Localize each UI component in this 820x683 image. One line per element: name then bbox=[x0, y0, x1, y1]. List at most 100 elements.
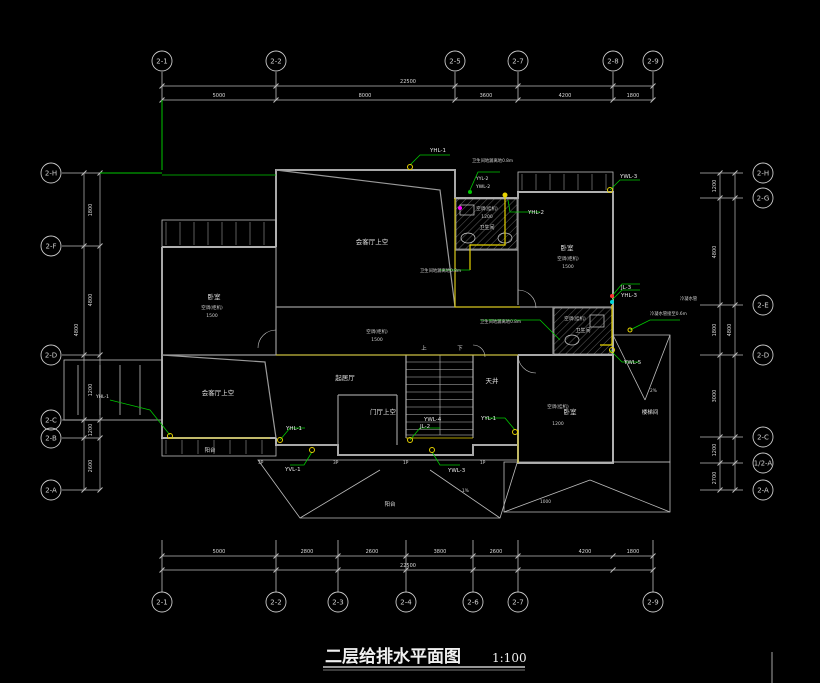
bathroom-nw-floor bbox=[455, 198, 518, 250]
tick-top-total-2 bbox=[452, 83, 458, 89]
room-bathroom-nw: 卫生间 bbox=[479, 224, 494, 231]
ac-note-bath: 空调(挂机) bbox=[476, 205, 498, 212]
tick-left-total-5 bbox=[81, 487, 87, 493]
ac-note-se: 空调(挂机) bbox=[547, 403, 569, 410]
axis-bubble-bottom-4-label: 2-4 bbox=[400, 599, 412, 607]
right-axis-bubbles: 2-H2-G2-E2-D2-C1/2-A2-A bbox=[752, 162, 774, 501]
axis-bubble-top-3-label: 2-5 bbox=[449, 58, 460, 66]
tick-right-total-6 bbox=[732, 487, 738, 493]
axis-bubble-left-3: 2-D bbox=[40, 344, 62, 366]
axis-bubble-bottom-2: 2-2 bbox=[265, 591, 287, 613]
axis-bubble-left-1-label: 2-H bbox=[45, 170, 57, 178]
dim-bottom-total: 22500 bbox=[400, 563, 416, 569]
level-a: 3P bbox=[258, 460, 264, 466]
tick-left-4 bbox=[97, 435, 103, 441]
axis-bubble-top-2: 2-2 bbox=[265, 50, 287, 72]
axis-bubble-right-6-label: 1/2-A bbox=[754, 460, 773, 468]
axis-bubble-left-5-label: 2-B bbox=[45, 435, 57, 443]
tick-left-1 bbox=[97, 243, 103, 249]
dimension-ticks bbox=[81, 83, 738, 573]
label-yhl2: YHL-2 bbox=[527, 210, 544, 216]
axis-bubble-right-6: 1/2-A bbox=[752, 452, 774, 474]
label-yhl1-left: YHL-1 bbox=[95, 394, 109, 400]
tick-top-total-3 bbox=[515, 83, 521, 89]
tick-top-total-5 bbox=[650, 83, 656, 89]
axis-bubble-right-3-label: 2-E bbox=[757, 302, 768, 310]
door-swings bbox=[257, 289, 537, 374]
dim-left-6: 2600 bbox=[88, 460, 94, 473]
axis-bubble-right-7: 2-A bbox=[752, 479, 774, 501]
ac-dim-ne: 1500 bbox=[562, 264, 574, 270]
tick-left-5 bbox=[97, 487, 103, 493]
axis-bubble-right-5-label: 2-C bbox=[757, 434, 769, 442]
tick-bottom-7 bbox=[650, 553, 656, 559]
room-foyer-upper: 门厅上空 bbox=[370, 407, 397, 416]
dim-right-total: 4800 bbox=[727, 324, 733, 337]
dim-top-seg-5: 1800 bbox=[627, 93, 640, 99]
dim-bottom-seg-1: 5000 bbox=[213, 549, 226, 555]
level-c: 1P bbox=[403, 460, 409, 466]
tick-right-total-4 bbox=[732, 434, 738, 440]
level-d: 1P bbox=[480, 460, 486, 466]
tick-top-total-1 bbox=[273, 83, 279, 89]
tick-bottom-2 bbox=[335, 553, 341, 559]
label-yyl1: YYL-1 bbox=[480, 416, 496, 422]
tick-left-total-4 bbox=[81, 435, 87, 441]
dim-bottom-seg-7: 1800 bbox=[627, 549, 640, 555]
axis-bubble-bottom-7: 2-9 bbox=[642, 591, 664, 613]
axis-bubble-right-4: 2-D bbox=[752, 344, 774, 366]
axis-bubble-top-4-label: 2-7 bbox=[512, 58, 523, 66]
room-skylight: 天井 bbox=[486, 376, 500, 385]
axis-bubble-top-3: 2-5 bbox=[444, 50, 466, 72]
axis-bubble-left-3-label: 2-D bbox=[45, 352, 57, 360]
tick-right-total-1 bbox=[732, 195, 738, 201]
tick-right-total-5 bbox=[732, 460, 738, 466]
ac-dim-w: 1500 bbox=[206, 313, 218, 319]
tick-top-4 bbox=[610, 97, 616, 103]
drawing-title-block: 二层给排水平面图 1:100 bbox=[323, 646, 527, 671]
tick-bottom-total-4 bbox=[470, 567, 476, 573]
tick-top-total-0 bbox=[159, 83, 165, 89]
tick-right-5 bbox=[717, 460, 723, 466]
axis-bubble-right-3: 2-E bbox=[752, 294, 774, 316]
axis-bubble-right-7-label: 2-A bbox=[757, 487, 769, 495]
axis-bubble-bottom-1-label: 2-1 bbox=[156, 599, 167, 607]
tick-top-3 bbox=[515, 97, 521, 103]
ac-dim-bath: 1200 bbox=[481, 214, 493, 220]
tick-right-6 bbox=[717, 487, 723, 493]
tick-bottom-total-3 bbox=[403, 567, 409, 573]
tick-right-2 bbox=[717, 302, 723, 308]
axis-bubble-bottom-3-label: 2-3 bbox=[332, 599, 343, 607]
tick-right-3 bbox=[717, 352, 723, 358]
axis-bubble-top-2-label: 2-2 bbox=[270, 58, 281, 66]
dim-right-5: 1200 bbox=[712, 444, 718, 457]
room-lounge: 起居厅 bbox=[335, 374, 355, 382]
dim-right-3: 1800 bbox=[712, 324, 718, 337]
axis-bubble-left-2: 2-F bbox=[40, 235, 62, 257]
label-yvl1: YVL-1 bbox=[284, 467, 301, 473]
dim-top-seg-1: 5000 bbox=[213, 93, 226, 99]
dim-top-seg-4: 4200 bbox=[559, 93, 572, 99]
tick-right-total-0 bbox=[732, 170, 738, 176]
tick-bottom-total-6 bbox=[610, 567, 616, 573]
axis-bubble-left-6: 2-A bbox=[40, 479, 62, 501]
axis-bubble-top-5-label: 2-8 bbox=[607, 58, 618, 66]
tick-left-2 bbox=[97, 352, 103, 358]
tick-right-1 bbox=[717, 195, 723, 201]
axis-bubble-right-5: 2-C bbox=[752, 426, 774, 448]
tick-bottom-total-2 bbox=[335, 567, 341, 573]
tick-right-total-3 bbox=[732, 352, 738, 358]
axis-bubble-bottom-3: 2-3 bbox=[327, 591, 349, 613]
axis-bubble-top-4: 2-7 bbox=[507, 50, 529, 72]
axis-bubble-top-1: 2-1 bbox=[151, 50, 173, 72]
axis-bubble-top-5: 2-8 bbox=[602, 50, 624, 72]
tick-bottom-0 bbox=[159, 553, 165, 559]
dim-top-total: 22500 bbox=[400, 79, 416, 85]
dim-right-1: 1200 bbox=[712, 180, 718, 193]
drawing-title: 二层给排水平面图 bbox=[325, 646, 461, 667]
axis-bubble-right-4-label: 2-D bbox=[757, 352, 769, 360]
room-living-upper-sw: 会客厅上空 bbox=[202, 388, 235, 397]
slope-mark: 1% bbox=[462, 488, 469, 494]
axis-grid bbox=[62, 72, 743, 592]
